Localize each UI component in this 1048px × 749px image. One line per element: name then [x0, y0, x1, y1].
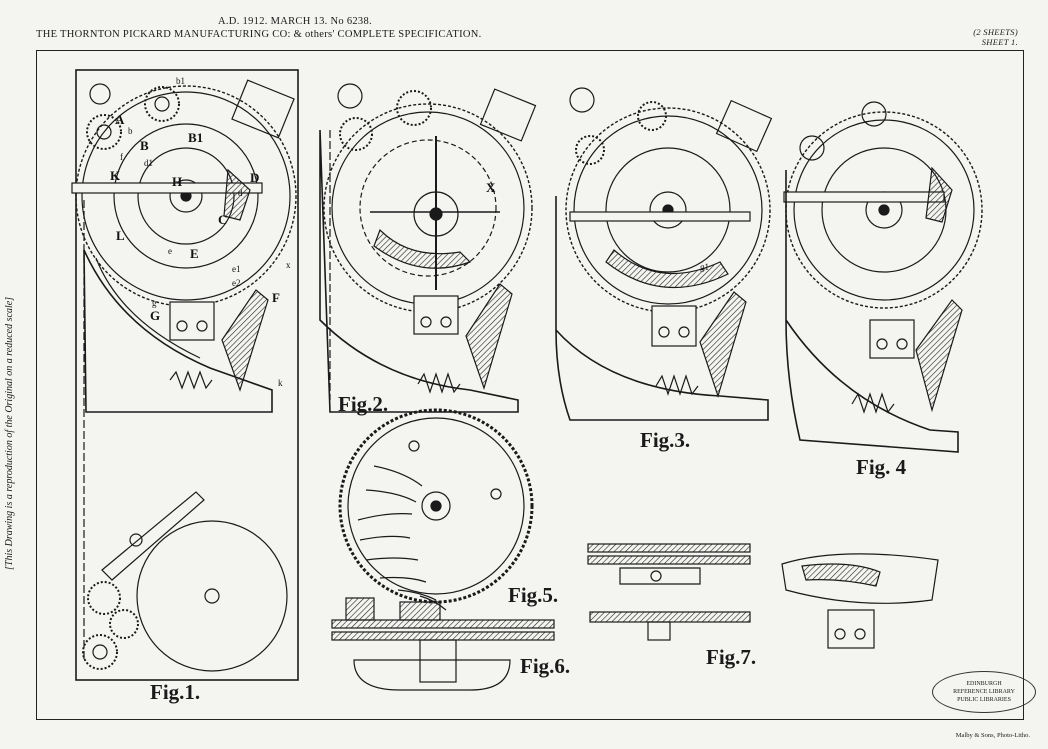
- label-G: G: [150, 308, 160, 323]
- fig6-label: Fig.6.: [520, 654, 571, 678]
- label-k: k: [278, 378, 283, 388]
- label-L: L: [116, 228, 125, 243]
- part-letters: A B B1 C D E F G H K L X b b1 d d1 e e1 …: [110, 76, 709, 388]
- fig1-drawing: [71, 69, 299, 681]
- fig3-drawing: [555, 87, 773, 421]
- label-e1: e1: [232, 264, 241, 274]
- fig5-label: Fig.5.: [508, 583, 559, 607]
- label-X: X: [486, 180, 496, 195]
- label-F: F: [272, 290, 280, 305]
- fig4-label: Fig. 4: [856, 455, 907, 479]
- sheets-count: (2 SHEETS): [973, 27, 1018, 37]
- label-D: D: [250, 170, 259, 185]
- fig2-label: Fig.2.: [338, 392, 389, 416]
- label-d: d: [238, 188, 243, 198]
- fig1-label: Fig.1.: [150, 680, 201, 704]
- library-stamp: EDINBURGH REFERENCE LIBRARY PUBLIC LIBRA…: [932, 671, 1036, 713]
- printer-credit: Malby & Sons, Photo-Litho.: [955, 732, 1030, 739]
- fig4-drawing: [783, 101, 983, 453]
- drawing-frame: [36, 50, 1024, 720]
- header-date-line: A.D. 1912. MARCH 13. No 6238.: [218, 16, 372, 27]
- label-e: e: [168, 246, 172, 256]
- label-e2: e2: [232, 278, 241, 288]
- label-b: b: [128, 126, 133, 136]
- label-H: H: [172, 174, 182, 189]
- label-x: x: [286, 260, 291, 270]
- stamp-line-1: EDINBURGH: [966, 681, 1002, 687]
- label-f: f: [120, 152, 123, 162]
- fig5-drawing: [338, 408, 534, 611]
- stamp-line-3: PUBLIC LIBRARIES: [957, 697, 1011, 703]
- label-K: K: [110, 168, 121, 183]
- label-C: C: [218, 212, 227, 227]
- header-sheets: (2 SHEETS) SHEET 1.: [973, 27, 1018, 47]
- fig7-label: Fig.7.: [706, 645, 757, 669]
- fig6-drawing: [331, 597, 555, 691]
- label-A: A: [115, 112, 125, 127]
- label-E: E: [190, 246, 199, 261]
- fig1-camera-plate: [75, 69, 299, 681]
- header-title-line: THE THORNTON PICKARD MANUFACTURING CO: &…: [36, 29, 482, 40]
- label-g: g: [152, 298, 157, 308]
- fig7-drawing: [587, 543, 939, 649]
- label-g1: g1: [700, 262, 709, 272]
- fig3-label: Fig.3.: [640, 428, 691, 452]
- label-B: B: [140, 138, 149, 153]
- fig2-drawing: [319, 83, 537, 413]
- label-b1: b1: [176, 76, 185, 86]
- label-B1: B1: [188, 130, 203, 145]
- stamp-line-2: REFERENCE LIBRARY: [953, 689, 1015, 695]
- sheet-number: SHEET 1.: [981, 37, 1018, 47]
- label-d1: d1: [144, 158, 153, 168]
